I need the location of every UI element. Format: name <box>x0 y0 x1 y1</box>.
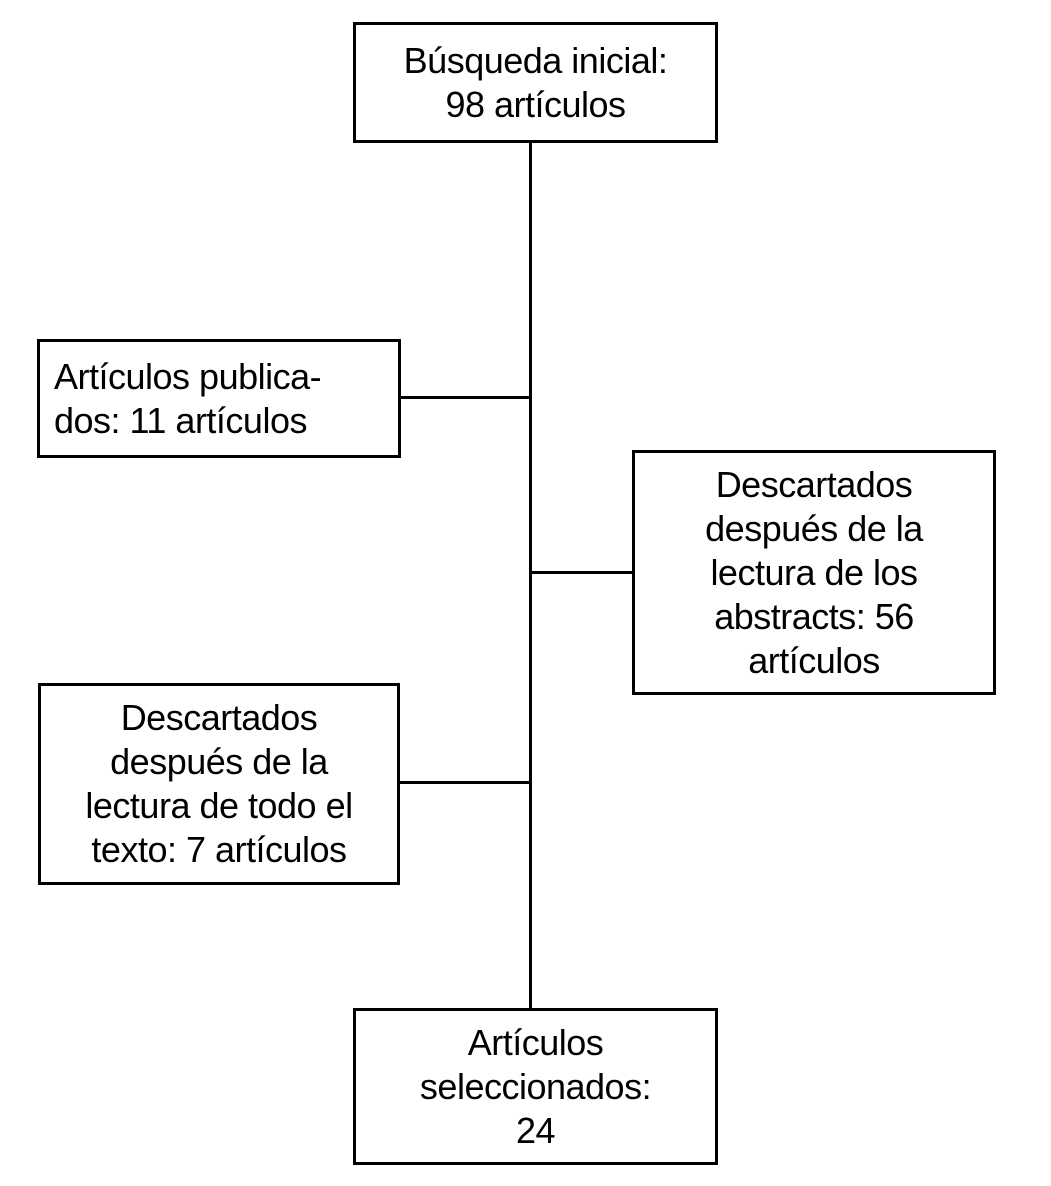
connector-to-discarded-fulltext-box <box>400 781 530 784</box>
connector-vertical-spine <box>529 143 532 1009</box>
box-published-articles-label: Artículos publica- dos: 11 artículos <box>54 355 322 441</box>
box-discarded-after-fulltext-label: Descartados después de la lectura de tod… <box>85 697 353 870</box>
box-discarded-after-abstracts: Descartados después de la lectura de los… <box>632 450 996 695</box>
box-discarded-after-abstracts-label: Descartados después de la lectura de los… <box>705 463 923 681</box>
box-initial-search: Búsqueda inicial: 98 artículos <box>353 22 718 143</box>
box-published-articles: Artículos publica- dos: 11 artículos <box>37 339 401 458</box>
connector-to-discarded-abstracts-box <box>531 571 632 574</box>
box-initial-search-label: Búsqueda inicial: 98 artículos <box>403 39 668 125</box>
box-selected-articles-label: Artículos seleccionados: 24 <box>419 1021 652 1151</box>
box-selected-articles: Artículos seleccionados: 24 <box>353 1008 718 1165</box>
connector-to-published-box <box>401 396 530 399</box>
box-discarded-after-fulltext: Descartados después de la lectura de tod… <box>38 683 400 885</box>
